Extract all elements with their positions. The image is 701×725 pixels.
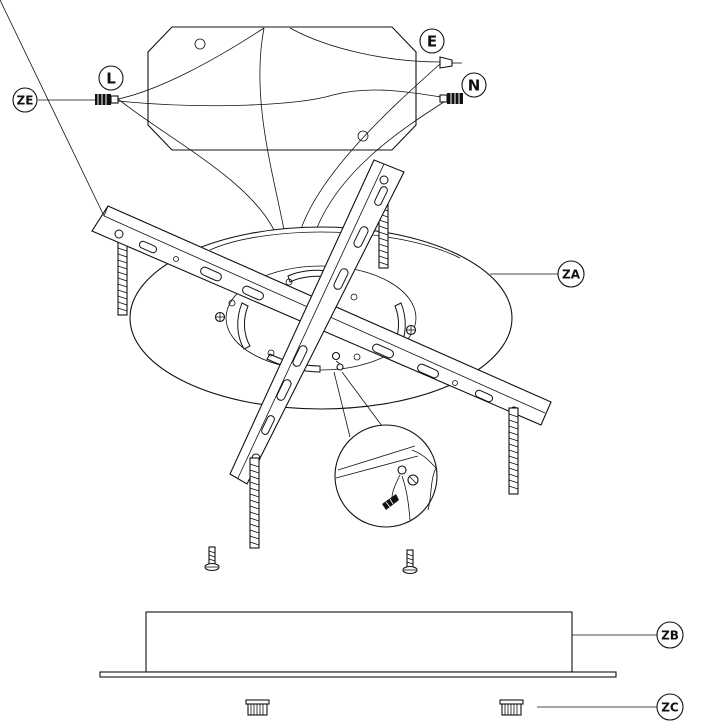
detail-magnifier <box>333 371 438 528</box>
junction-box <box>147 26 417 151</box>
lamp-body <box>99 611 617 678</box>
cap-icon-left <box>245 699 270 716</box>
label-za: ZA <box>562 268 581 282</box>
wire-connector-l <box>95 94 119 105</box>
cap-icon-right <box>499 699 524 716</box>
supply-wires <box>117 27 448 236</box>
callout-zb: ZB <box>572 621 684 649</box>
label-zc: ZC <box>661 701 679 715</box>
callout-zc: ZC <box>537 693 684 721</box>
label-n: N <box>468 77 481 95</box>
wire-connector-e <box>439 56 462 69</box>
label-e: E <box>427 33 437 51</box>
wire-connector-n <box>439 93 463 104</box>
threaded-rod-front-left <box>249 457 260 549</box>
earth-screw <box>331 351 344 371</box>
screw-icon-right <box>402 549 418 575</box>
callout-l: L <box>98 65 124 91</box>
earth-connector-icon <box>382 494 399 510</box>
callout-ze: ZE <box>12 87 95 113</box>
screw-icon-left <box>204 546 220 572</box>
callout-e: E <box>419 28 445 54</box>
label-zb: ZB <box>661 629 679 643</box>
callout-n: N <box>461 72 487 98</box>
threaded-rod-front-right <box>508 407 519 495</box>
callout-za: ZA <box>490 260 585 288</box>
plate-screw-icon <box>405 324 417 336</box>
label-l: L <box>106 70 116 88</box>
plate-screw-icon <box>214 311 226 323</box>
label-ze: ZE <box>17 94 34 108</box>
